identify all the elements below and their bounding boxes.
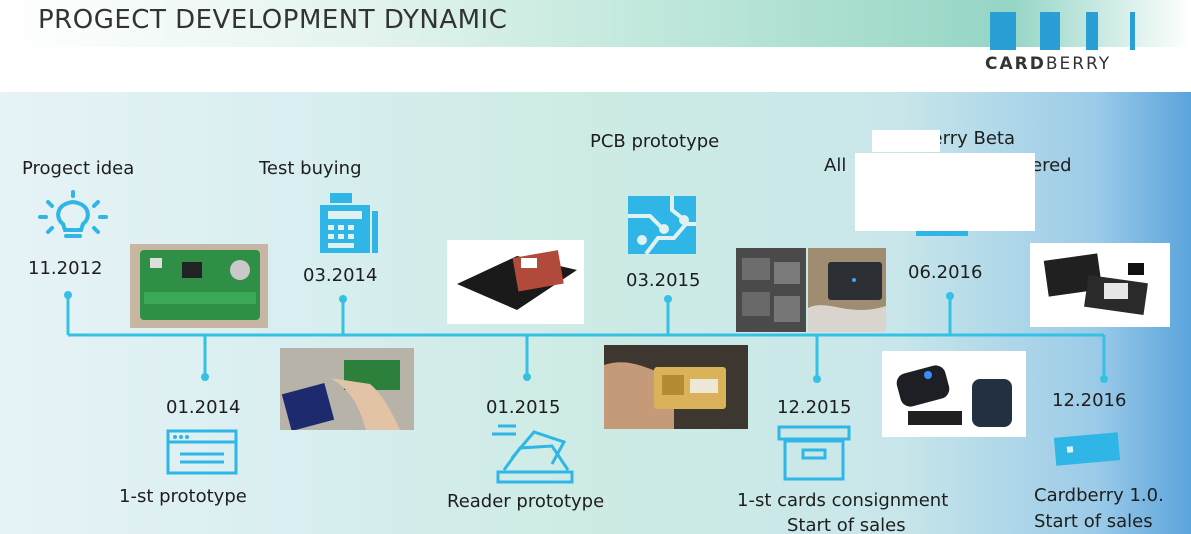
reader-device-photo (447, 240, 584, 324)
milestone-date-12-2015: 12.2015 (777, 397, 852, 418)
card-reader-icon (492, 424, 574, 484)
milestone-date-03-2015: 03.2015 (626, 270, 701, 291)
hand-card-photo (808, 248, 886, 332)
milestone-date-06-2016: 06.2016 (908, 262, 983, 283)
milestone-label-pcb-prototype: PCB prototype (590, 131, 720, 152)
card-stack-photo (736, 248, 806, 332)
milestone-label-test-buying: Test buying (259, 158, 362, 179)
package-photo (1030, 243, 1170, 327)
redaction-box (855, 153, 1035, 231)
cardberry-device-photo (882, 351, 1026, 437)
circuit-board-icon (628, 196, 696, 256)
milestone-label-all: All (824, 155, 847, 176)
milestone-date-01-2014: 01.2014 (166, 397, 241, 418)
pos-terminal-photo (280, 348, 414, 430)
logo-text: CARDBERRY (985, 54, 1112, 74)
milestone-date-12-2016: 12.2016 (1052, 390, 1127, 411)
cash-register-icon (320, 193, 378, 253)
milestone-label-ered: ered (1031, 155, 1072, 176)
milestone-label-start-of-sales: Start of sales (787, 515, 906, 534)
logo-bars-icon (990, 12, 1135, 50)
credit-card-icon (1053, 432, 1121, 466)
milestone-label-cardberry-1-0: Cardberry 1.0. (1034, 485, 1164, 506)
milestone-label-reader-prototype: Reader prototype (447, 491, 605, 512)
archive-box-icon (777, 425, 851, 481)
card-prototype-photo (604, 345, 748, 429)
pcb-board-photo (130, 244, 268, 328)
milestone-date-11-2012: 11.2012 (28, 258, 103, 279)
redaction-box (872, 130, 940, 152)
milestone-label-1st-cards-consignment: 1-st cards consignment (737, 490, 949, 511)
milestone-date-03-2014: 03.2014 (303, 265, 378, 286)
device-window-icon (166, 429, 238, 475)
slide-title: PROGECT DEVELOPMENT DYNAMIC (38, 5, 508, 35)
milestone-label-start-of-sales-2: Start of sales (1034, 511, 1153, 532)
milestone-label-1st-prototype: 1-st prototype (119, 486, 247, 507)
lightbulb-icon (38, 190, 108, 238)
milestone-date-01-2015: 01.2015 (486, 397, 561, 418)
milestone-label-progect-idea: Progect idea (22, 158, 135, 179)
